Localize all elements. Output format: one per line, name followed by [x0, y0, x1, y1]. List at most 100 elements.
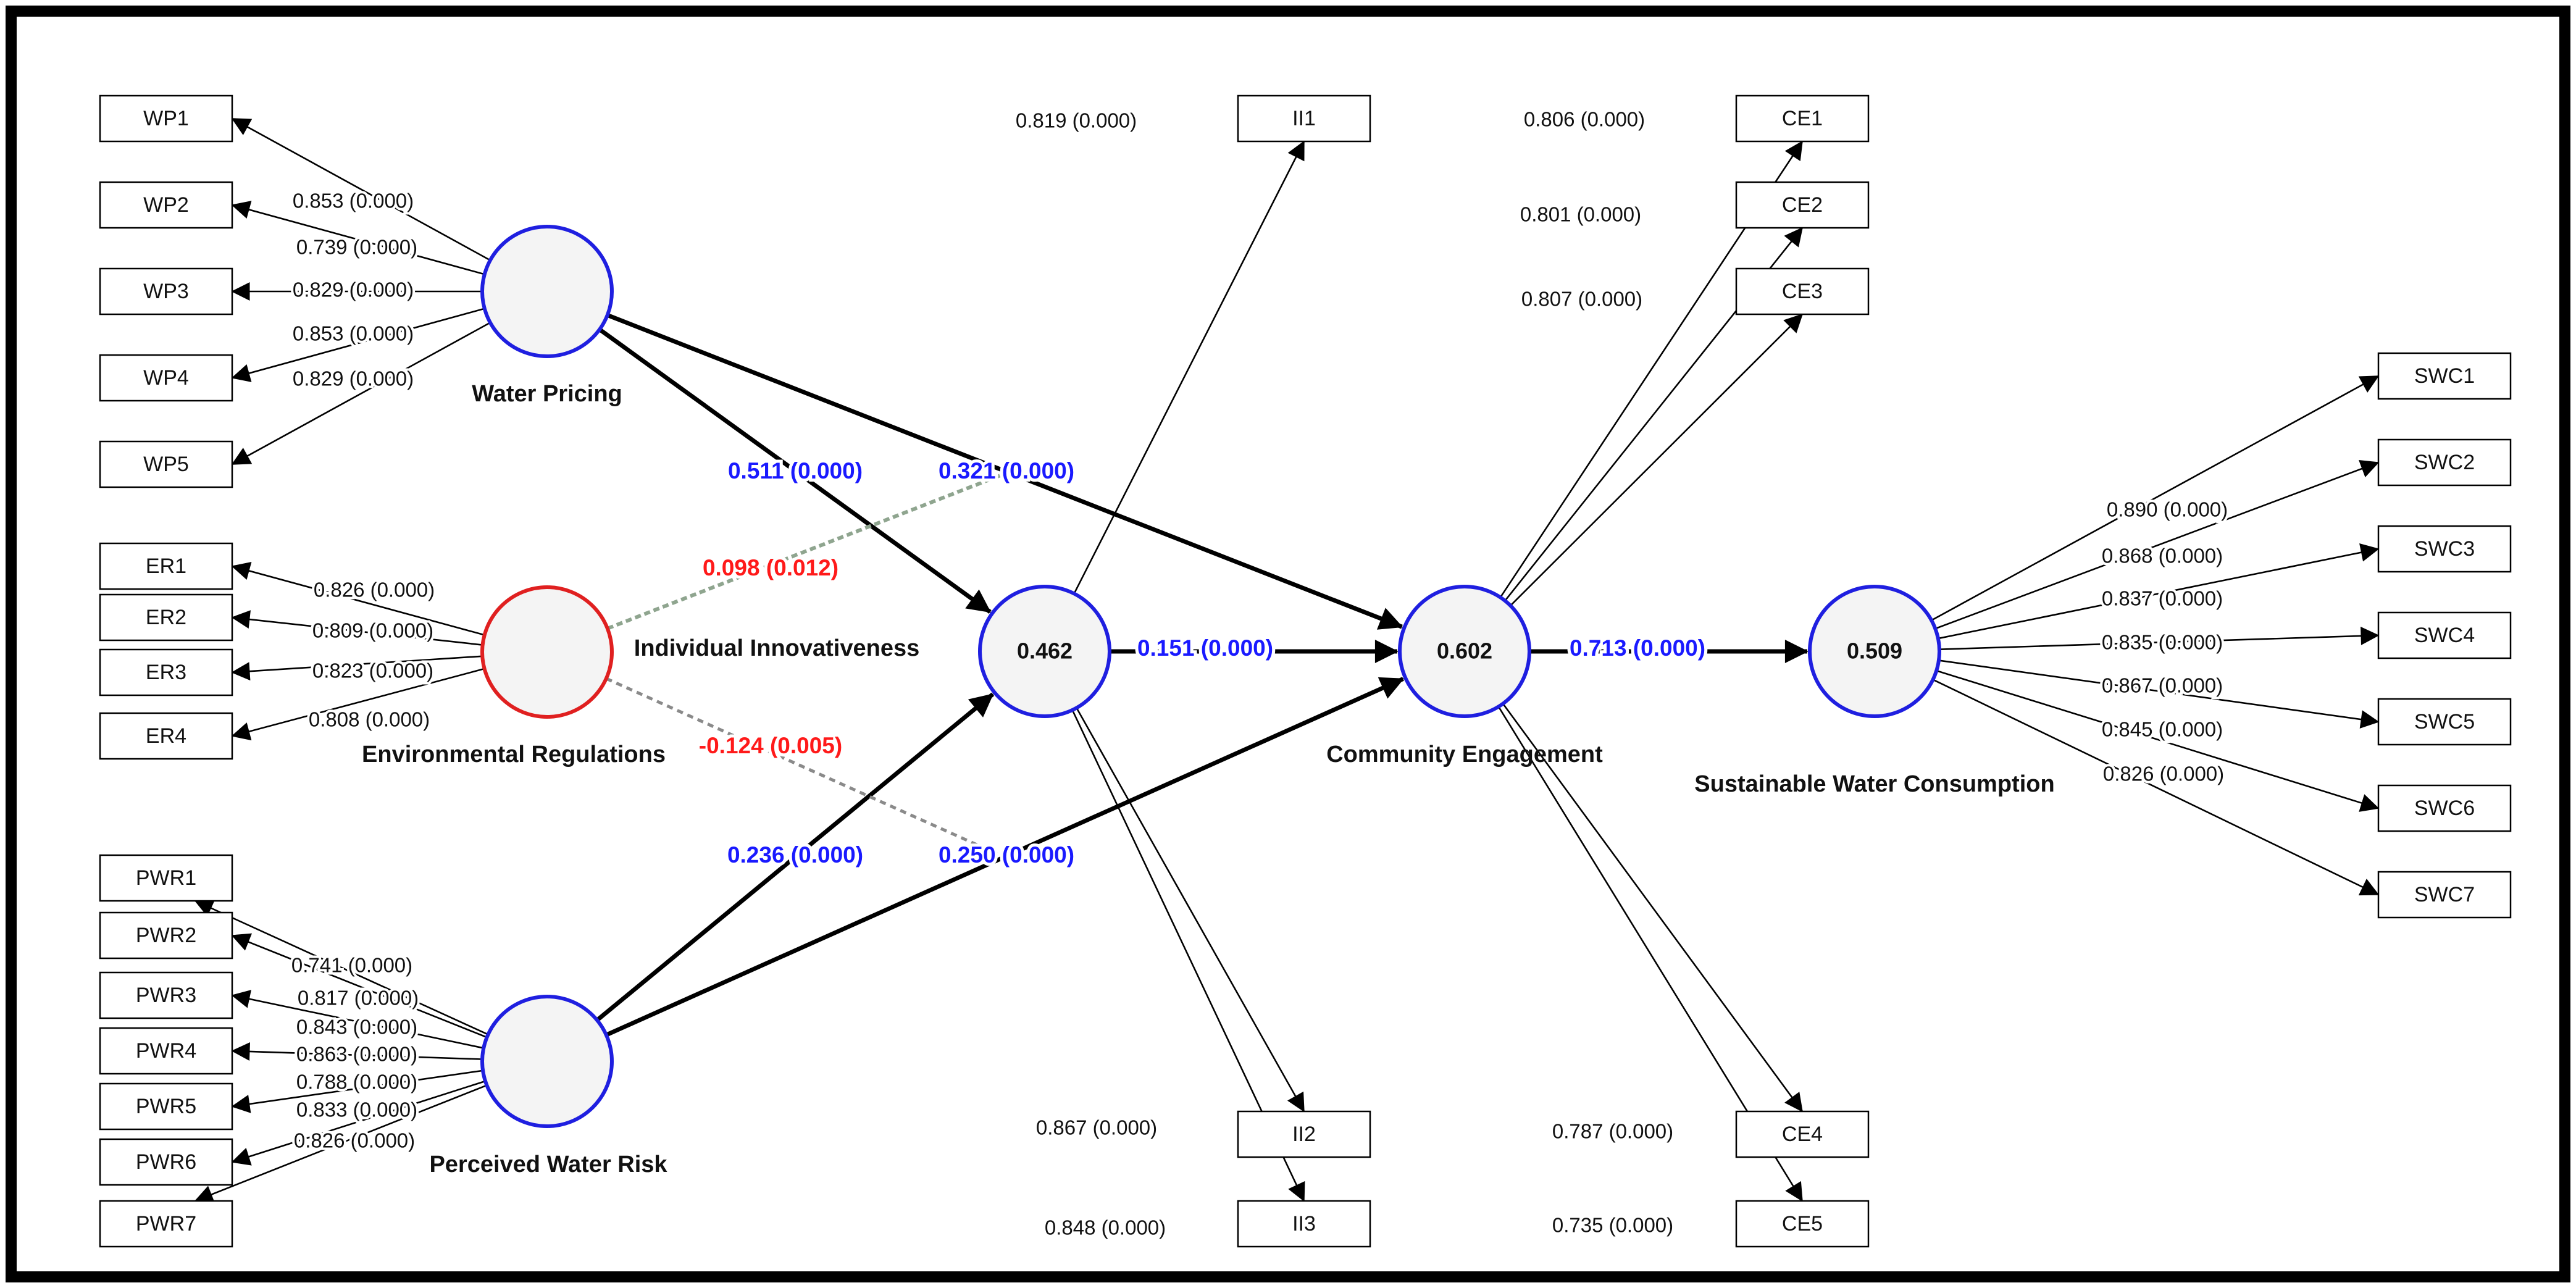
indicator-box [99, 440, 233, 488]
indicator-box [2377, 698, 2512, 746]
indicator-pwr6: PWR6 [99, 1138, 233, 1186]
indicator-ii3: II3 [1237, 1200, 1371, 1248]
construct-name: Water Pricing [472, 381, 622, 407]
loading-value: 0.853 (0.000) [293, 190, 414, 212]
loading-value: 0.890 (0.000) [2107, 498, 2228, 521]
construct-circle [480, 585, 614, 719]
indicator-box [2377, 611, 2512, 659]
loading-arrow-wp1 [231, 117, 491, 261]
indicator-label: WP3 [143, 280, 189, 303]
loading-value: 0.843 (0.000) [296, 1016, 417, 1039]
constructs-layer: 0.462 0.602 0.509 [480, 225, 1941, 1128]
indicator-box [1735, 94, 1870, 143]
indicator-er3: ER3 [99, 648, 233, 696]
loading-arrow-swc7 [1932, 679, 2380, 896]
indicator-box [99, 1200, 233, 1248]
construct-name: Individual Innovativeness [634, 635, 919, 661]
construct-ce: 0.602 [1398, 585, 1531, 718]
construct-circle [978, 585, 1111, 718]
indicator-box [99, 181, 233, 229]
loading-value: 0.823 (0.000) [312, 659, 433, 682]
loading-arrow-pwr1 [194, 900, 489, 1035]
indicator-box [1735, 1110, 1870, 1158]
construct-circle [1808, 585, 1941, 718]
indicator-er4: ER4 [99, 712, 233, 760]
loading-arrow-wp2 [231, 201, 485, 275]
construct-circle [1398, 585, 1531, 718]
indicator-swc4: SWC4 [2377, 611, 2512, 659]
indicator-label: CE5 [1782, 1212, 1823, 1236]
path-coefficient: 0.713 (0.000) [1570, 635, 1705, 661]
path-coefficient: 0.236 (0.000) [727, 842, 863, 868]
indicator-pwr1: PWR1 [99, 854, 233, 902]
indicator-label: ER4 [146, 724, 186, 748]
indicator-er1: ER1 [99, 542, 233, 590]
construct-r-squared: 0.509 [1847, 638, 1902, 664]
indicator-label: CE2 [1782, 193, 1823, 217]
indicator-box [2377, 871, 2512, 919]
construct-name: Perceived Water Risk [429, 1152, 667, 1177]
indicator-box [99, 354, 233, 402]
indicator-box [2377, 784, 2512, 832]
indicator-swc1: SWC1 [2377, 352, 2512, 400]
indicators-layer: WP1WP2WP3WP4WP5ER1ER2ER3ER4PWR1PWR2PWR3P… [99, 94, 2512, 1248]
indicator-label: WP5 [143, 453, 189, 476]
indicator-label: SWC2 [2414, 451, 2475, 474]
indicator-label: SWC5 [2414, 710, 2475, 734]
construct-circle [480, 995, 614, 1128]
indicator-label: PWR2 [136, 924, 196, 947]
indicator-label: ER1 [146, 554, 186, 578]
indicator-label: SWC6 [2414, 797, 2475, 820]
indicator-label: SWC3 [2414, 537, 2475, 561]
arrows-layer [194, 117, 2380, 1203]
loading-arrow-swc5 [1938, 659, 2380, 729]
indicator-label: II1 [1292, 107, 1316, 130]
loading-arrow-ce3 [1510, 313, 1804, 606]
loading-value: 0.788 (0.000) [296, 1071, 417, 1094]
indicator-wp2: WP2 [99, 181, 233, 229]
indicator-label: WP1 [143, 107, 189, 130]
indicator-label: PWR4 [136, 1039, 196, 1063]
loading-value: 0.829 (0.000) [293, 367, 414, 390]
construct-ii: 0.462 [978, 585, 1111, 718]
loading-arrow-er1 [231, 562, 485, 636]
indicator-label: WP2 [143, 193, 189, 217]
indicator-wp5: WP5 [99, 440, 233, 488]
loading-value: 0.806 (0.000) [1524, 108, 1645, 131]
indicator-pwr5: PWR5 [99, 1082, 233, 1131]
indicator-label: PWR7 [136, 1212, 196, 1236]
loading-value: 0.833 (0.000) [296, 1098, 417, 1121]
loading-value: 0.826 (0.000) [2103, 763, 2224, 785]
construct-wp [480, 225, 614, 358]
indicator-box [1237, 1110, 1371, 1158]
loading-value: 0.819 (0.000) [1016, 109, 1137, 132]
loading-value: 0.739 (0.000) [296, 236, 417, 259]
construct-circle [480, 225, 614, 358]
loading-arrow-er2 [231, 610, 483, 646]
indicator-er2: ER2 [99, 593, 233, 642]
loading-value: 0.741 (0.000) [291, 954, 412, 977]
loading-arrow-pwr2 [231, 933, 487, 1039]
loading-value: 0.848 (0.000) [1045, 1216, 1166, 1239]
indicator-label: PWR3 [136, 984, 196, 1007]
indicator-pwr7: PWR7 [99, 1200, 233, 1248]
indicator-label: ER2 [146, 606, 186, 629]
path-arrow-wp-ce [606, 313, 1403, 630]
loading-value: 0.829 (0.000) [293, 278, 414, 301]
indicator-pwr3: PWR3 [99, 971, 233, 1019]
loading-value: 0.837 (0.000) [2102, 587, 2223, 610]
loading-arrow-pwr7 [194, 1084, 487, 1203]
construct-name: Community Engagement [1326, 742, 1603, 767]
path-arrow-pwr-ce [605, 677, 1405, 1037]
indicator-box [99, 94, 233, 143]
indicator-label: SWC7 [2414, 883, 2475, 906]
loading-arrow-swc3 [1938, 543, 2380, 640]
indicator-box [1237, 94, 1371, 143]
indicator-label: PWR1 [136, 866, 196, 890]
indicator-box [1735, 181, 1870, 229]
indicator-label: II2 [1292, 1123, 1316, 1146]
indicator-wp4: WP4 [99, 354, 233, 402]
indicator-box [1735, 1200, 1870, 1248]
